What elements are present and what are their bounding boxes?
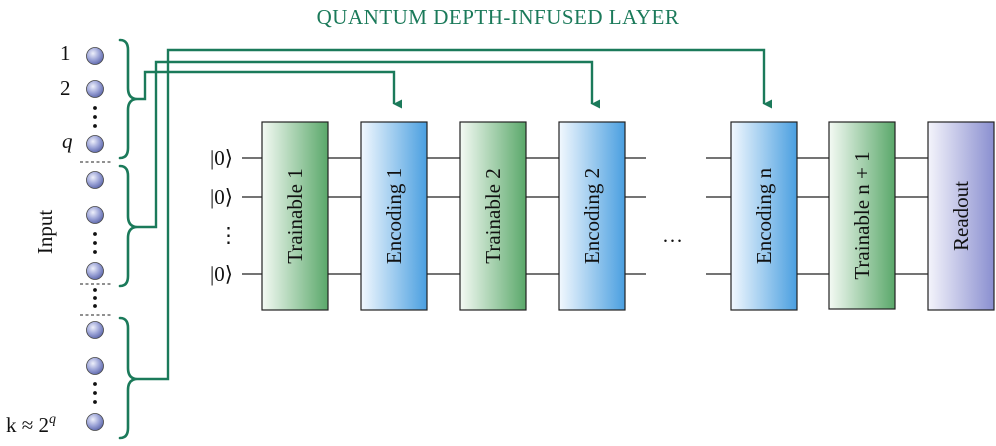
input-index-k-exp: q (49, 412, 56, 427)
diagram-title: QUANTUM DEPTH-INFUSED LAYER (317, 5, 680, 29)
block-rect (927, 121, 995, 311)
block-label: Encoding n (752, 167, 776, 264)
input-node (86, 171, 104, 189)
input-vertical-dots (93, 106, 97, 404)
input-node (86, 413, 104, 431)
input-node (86, 47, 104, 65)
input-node (86, 262, 104, 280)
input-node (86, 321, 104, 339)
block-encoding: Encoding 1 (360, 121, 428, 311)
block-rect (459, 121, 527, 311)
qubit-vertical-dots: ⋮ (218, 223, 239, 247)
block-trainable: Trainable n + 1 (828, 121, 896, 310)
input-index-k: k ≈ 2q (6, 412, 56, 437)
block-rect (828, 121, 896, 310)
block-trainable: Trainable 2 (459, 121, 527, 311)
input-label: Input (33, 210, 57, 254)
qubit-label: |0⟩ (210, 185, 233, 209)
block-label: Trainable 1 (283, 168, 307, 263)
input-index-k-base: k ≈ 2 (6, 413, 49, 437)
input-index-q: q (62, 129, 73, 153)
block-trainable: Trainable 1 (261, 121, 329, 311)
qubit-label: |0⟩ (210, 262, 233, 286)
block-encoding: Encoding n (730, 121, 798, 311)
brace-group-3 (118, 316, 138, 440)
block-label: Trainable 2 (481, 168, 505, 263)
input-node (86, 135, 104, 153)
routing-line-encoding-n (136, 48, 773, 381)
block-label: Encoding 1 (382, 168, 406, 264)
input-nodes (86, 47, 104, 431)
block-rect (730, 121, 798, 311)
input-node (86, 80, 104, 98)
brace-group-2 (118, 164, 138, 288)
block-label: Trainable n + 1 (850, 151, 874, 279)
circuit-blocks: Trainable 1 Encoding 1 Trainable 2 Encoding… (261, 121, 995, 311)
block-label: Encoding 2 (580, 168, 604, 264)
block-rect (261, 121, 329, 311)
block-label: Readout (949, 181, 973, 251)
block-rect (558, 121, 626, 311)
input-index-2: 2 (60, 76, 71, 100)
brace-group-1 (118, 38, 138, 160)
block-encoding: Encoding 2 (558, 121, 626, 311)
input-node (86, 206, 104, 224)
block-readout: Readout (927, 121, 995, 311)
qubit-label: |0⟩ (210, 146, 233, 170)
block-rect (360, 121, 428, 311)
input-index-1: 1 (60, 41, 71, 65)
routing-line-encoding-2 (136, 60, 601, 229)
input-node (86, 357, 104, 375)
circuit-horizontal-dots: … (662, 223, 683, 247)
routing-line-encoding-1 (136, 70, 403, 109)
